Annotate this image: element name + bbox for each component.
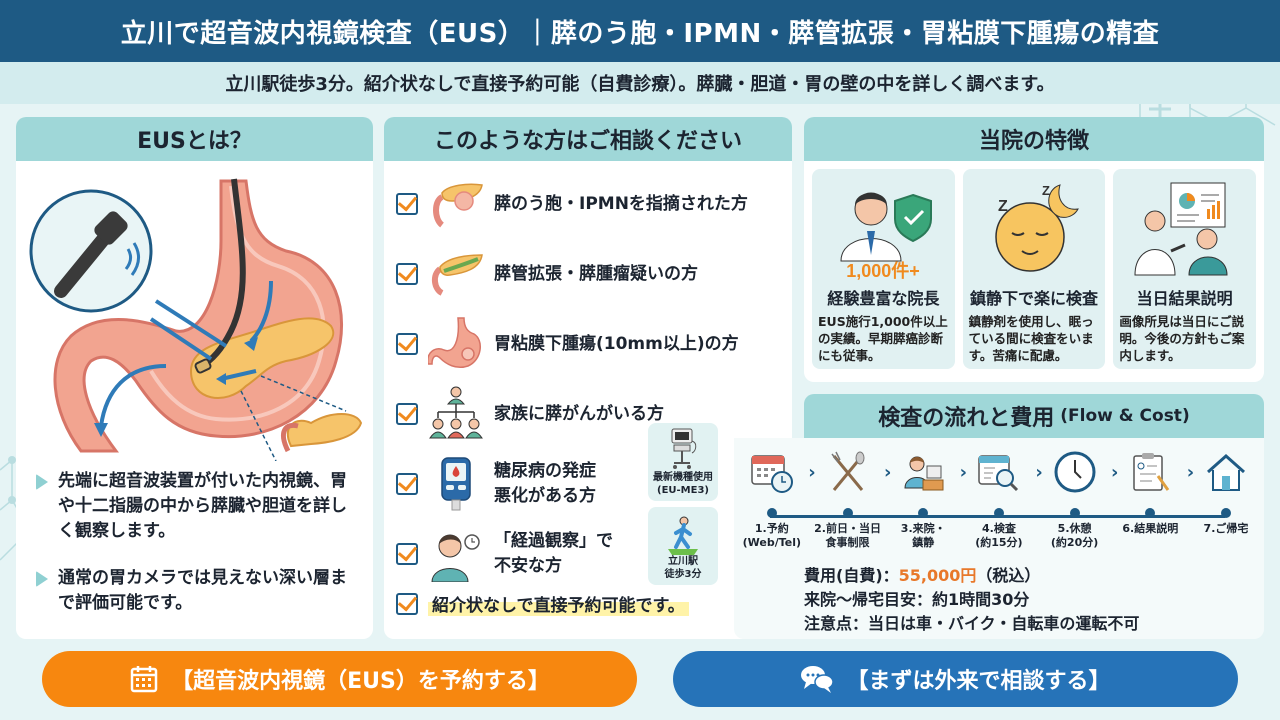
chat-bubbles-icon bbox=[801, 666, 835, 693]
flow-step: › 5.休憩 (約20分) bbox=[1037, 446, 1118, 550]
cost-line: 費用(自費)：55,000円（税込） bbox=[804, 566, 1041, 585]
eus-section-title: EUSとは？ bbox=[16, 117, 373, 161]
walking-person-icon bbox=[668, 516, 698, 555]
checklist-item: 「経過観察」で 不安な方 bbox=[396, 519, 792, 589]
checkbox-checked-icon bbox=[396, 263, 418, 285]
clock-icon bbox=[1053, 446, 1097, 498]
chevron-right-icon: › bbox=[959, 462, 968, 483]
eus-bullet-list: 先端に超音波装置が付いた内視鏡、胃や十二指腸の中から膵臓や胆道を詳しく観察します… bbox=[16, 461, 373, 616]
eus-bullet: 通常の胃カメラでは見えない深い層まで評価可能です。 bbox=[36, 566, 359, 616]
consult-section-title: このような方はご相談ください bbox=[384, 117, 792, 161]
svg-text:Z: Z bbox=[998, 198, 1008, 215]
checklist-item: 膵管拡張・膵腫瘤疑いの方 bbox=[396, 239, 792, 309]
access-badge: 立川駅 徒歩3分 bbox=[648, 507, 718, 585]
home-icon bbox=[1204, 446, 1248, 498]
flow-section-title: 検査の流れと費用 (Flow & Cost) bbox=[804, 394, 1264, 438]
equipment-badge: 最新機種使用 (EU-ME3) bbox=[648, 423, 718, 501]
svg-text:Z: Z bbox=[1042, 183, 1050, 198]
chevron-right-icon: › bbox=[1186, 462, 1195, 483]
checkbox-checked-icon bbox=[396, 592, 418, 615]
utensils-icon bbox=[826, 446, 870, 498]
page-subtitle: 立川駅徒歩3分。紹介状なしで直接予約可能（自費診療）。膵臓・胆道・胃の壁の中を詳… bbox=[0, 62, 1280, 104]
flow-step: › 4.検査 (約15分) bbox=[961, 446, 1043, 550]
flow-cost-card: 検査の流れと費用 (Flow & Cost) › 1.予約 (Web/Tel) … bbox=[734, 394, 1264, 639]
checklist-item: 家族に膵がんがいる方 bbox=[396, 379, 792, 449]
bullet-triangle-icon bbox=[36, 474, 48, 490]
clipboard-icon bbox=[1128, 446, 1172, 498]
reception-icon bbox=[901, 446, 945, 498]
exam-search-icon bbox=[977, 446, 1021, 498]
page-title: 立川で超音波内視鏡検査（EUS）｜膵のう胞・IPMN・膵管拡張・胃粘膜下腫瘍の精… bbox=[0, 0, 1280, 62]
notice-line: 注意点：当日は車・バイク・自転車の運転不可 bbox=[804, 614, 1140, 633]
bullet-triangle-icon bbox=[36, 571, 48, 587]
stomach-icon bbox=[428, 316, 484, 372]
timeline-dot bbox=[842, 508, 853, 518]
chevron-right-icon: › bbox=[883, 462, 892, 483]
chevron-right-icon: › bbox=[808, 462, 816, 483]
reserve-eus-button[interactable]: 【超音波内視鏡（EUS）を予約する】 bbox=[42, 651, 637, 707]
flow-step: › 2.前日・当日 食事制限 bbox=[810, 446, 891, 550]
flow-step: 7.ご帰宅 bbox=[1188, 446, 1264, 550]
price-value: 55,000円 bbox=[898, 566, 977, 585]
timeline-dot bbox=[1069, 508, 1080, 518]
timeline-dot bbox=[1145, 508, 1156, 518]
cost-info: 費用(自費)：55,000円（税込） 来院～帰宅目安：約1時間30分 注意点：当… bbox=[804, 564, 1139, 636]
ultrasound-machine-icon bbox=[671, 428, 697, 469]
worried-person-icon bbox=[428, 526, 484, 582]
checkbox-checked-icon bbox=[396, 543, 418, 565]
calendar-clock-icon bbox=[750, 446, 794, 498]
family-tree-icon bbox=[428, 386, 484, 442]
checkbox-checked-icon bbox=[396, 473, 418, 495]
checklist-item: 胃粘膜下腫瘍(10mm以上)の方 bbox=[396, 309, 792, 379]
flow-step: › 3.来院・ 鎮静 bbox=[885, 446, 967, 550]
chevron-right-icon: › bbox=[1035, 462, 1043, 483]
timeline-dot bbox=[993, 508, 1004, 518]
doctor-shield-icon: 1,000件+ bbox=[812, 175, 955, 283]
pancreatic-duct-icon bbox=[428, 246, 484, 302]
features-section-title: 当院の特徴 bbox=[804, 117, 1264, 161]
chevron-right-icon: › bbox=[1111, 462, 1119, 483]
eus-explanation-card: EUSとは？ 先端に超音波装置が付いた内視鏡、 bbox=[16, 117, 373, 639]
doctor-explaining-icon bbox=[1113, 175, 1256, 283]
feature-experienced-director: 1,000件+ 経験豊富な院長 EUS施行1,000件以上の実績。早期膵癌診断に… bbox=[812, 169, 955, 369]
checklist-item: 膵のう胞・IPMNを指摘された方 bbox=[396, 169, 792, 239]
experience-count: 1,000件+ bbox=[847, 260, 921, 281]
checkbox-checked-icon bbox=[396, 403, 418, 425]
feature-same-day-results: 当日結果説明 画像所見は当日にご説明。今後の方針もご案内します。 bbox=[1113, 169, 1257, 369]
timeline-dot bbox=[918, 508, 929, 518]
timeline-dot bbox=[766, 508, 777, 518]
duration-line: 来院～帰宅目安：約1時間30分 bbox=[804, 590, 1030, 609]
glucose-meter-icon bbox=[428, 456, 484, 512]
checklist-item: 糖尿病の発症 悪化がある方 bbox=[396, 449, 792, 519]
eus-stomach-illustration bbox=[16, 161, 373, 462]
flow-step: › 6.結果説明 bbox=[1112, 446, 1194, 550]
checkbox-checked-icon bbox=[396, 333, 418, 355]
consult-outpatient-button[interactable]: 【まずは外来で相談する】 bbox=[673, 651, 1238, 707]
checkbox-checked-icon bbox=[396, 193, 418, 215]
consult-checklist: 膵のう胞・IPMNを指摘された方 膵管拡張・膵腫瘤疑いの方 胃粘膜下腫瘍(10m… bbox=[384, 161, 792, 616]
pancreas-cyst-icon bbox=[428, 176, 484, 232]
feature-badges: 最新機種使用 (EU-ME3) 立川駅 徒歩3分 bbox=[648, 423, 718, 591]
direct-booking-note: 紹介状なしで直接予約可能です。 bbox=[396, 591, 792, 616]
calendar-icon bbox=[130, 666, 158, 693]
eus-bullet: 先端に超音波装置が付いた内視鏡、胃や十二指腸の中から膵臓や胆道を詳しく観察します… bbox=[36, 469, 359, 544]
timeline-dot bbox=[1220, 508, 1231, 518]
clinic-features-card: 当院の特徴 1,000件+ 経験豊富な院長 EUS施行1,000件以上の実績。早… bbox=[804, 117, 1264, 382]
flow-steps: › 1.予約 (Web/Tel) › 2.前日・当日 食事制限 › 3.来院・ … bbox=[734, 446, 1264, 550]
flow-step: › 1.予約 (Web/Tel) bbox=[734, 446, 816, 550]
flow-body: › 1.予約 (Web/Tel) › 2.前日・当日 食事制限 › 3.来院・ … bbox=[734, 438, 1264, 639]
consult-target-card: このような方はご相談ください 膵のう胞・IPMNを指摘された方 膵管拡張・膵腫瘤… bbox=[384, 117, 792, 639]
